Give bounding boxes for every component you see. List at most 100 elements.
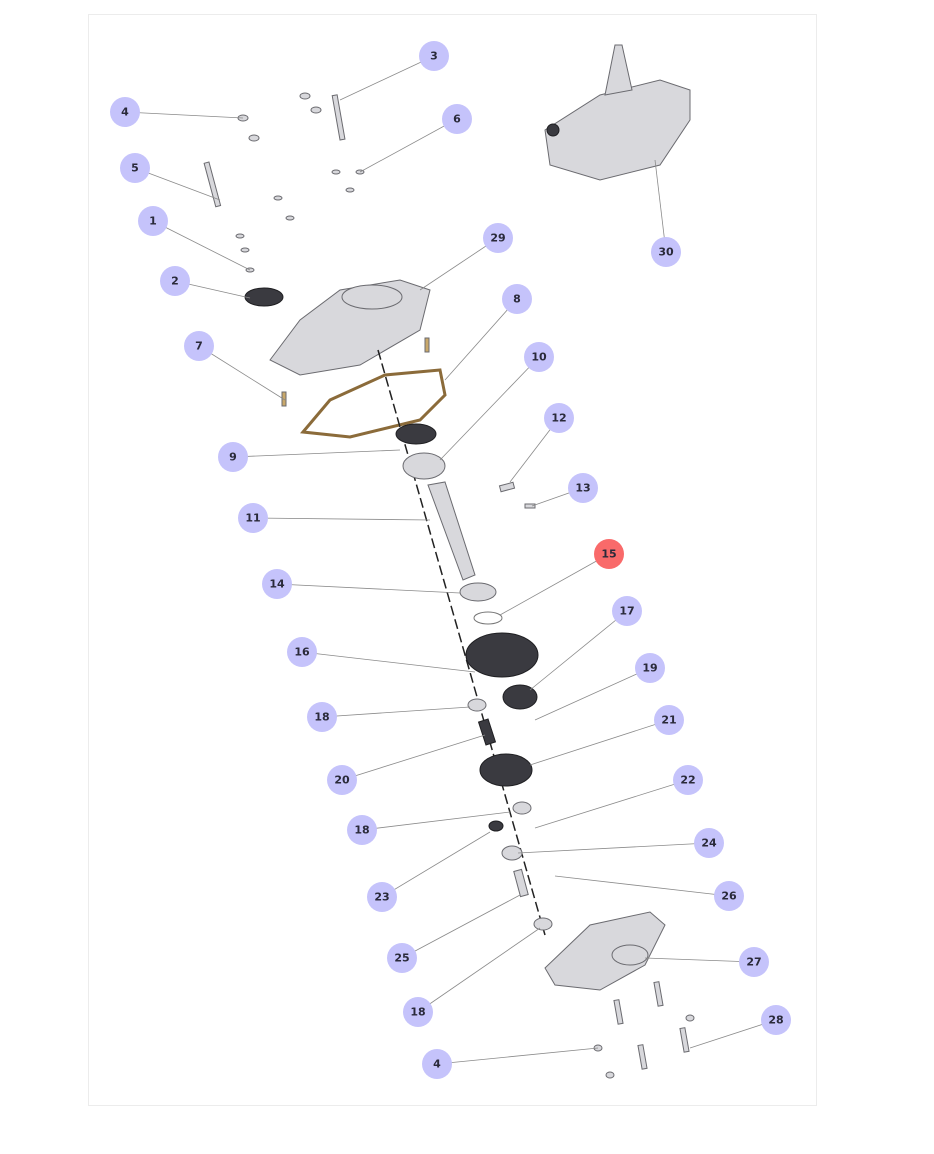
leader-line-18 [321, 706, 471, 718]
leader-line-3 [339, 55, 435, 101]
callout-18[interactable]: 18 [403, 997, 433, 1027]
part-top-housing [269, 279, 431, 376]
part-bottom-housing [544, 911, 666, 991]
leader-line-4 [124, 111, 244, 119]
callout-circle [739, 947, 769, 977]
callout-5[interactable]: 5 [120, 153, 150, 183]
callout-label: 20 [334, 774, 350, 787]
callout-circle [347, 815, 377, 845]
callout-17[interactable]: 17 [612, 596, 642, 626]
callout-circle [367, 882, 397, 912]
callout-12[interactable]: 12 [544, 403, 574, 433]
callout-26[interactable]: 26 [714, 881, 744, 911]
part-seal [395, 423, 437, 445]
callout-circle [651, 237, 681, 267]
callout-27[interactable]: 27 [739, 947, 769, 977]
callout-1[interactable]: 1 [138, 206, 168, 236]
callout-13[interactable]: 13 [568, 473, 598, 503]
callout-label: 23 [374, 891, 389, 904]
callout-28[interactable]: 28 [761, 1005, 791, 1035]
leader-line-21 [529, 719, 670, 766]
leader-line-28 [689, 1019, 777, 1049]
callout-label: 30 [658, 246, 674, 259]
part-gear-large [465, 632, 539, 678]
callout-circle [654, 705, 684, 735]
callout-circle [442, 104, 472, 134]
callout-4[interactable]: 4 [110, 97, 140, 127]
callout-19[interactable]: 19 [635, 653, 665, 683]
part-pinion [477, 718, 497, 746]
callout-circle [327, 765, 357, 795]
callout-circle [594, 539, 624, 569]
part-small-shaft [513, 868, 529, 898]
callout-8[interactable]: 8 [502, 284, 532, 314]
leader-line-15 [499, 553, 610, 616]
callout-18[interactable]: 18 [307, 702, 337, 732]
callout-circle [544, 403, 574, 433]
callout-label: 26 [721, 890, 737, 903]
callout-11[interactable]: 11 [238, 503, 268, 533]
callout-7[interactable]: 7 [184, 331, 214, 361]
callout-circle [387, 943, 417, 973]
leader-line-22 [534, 779, 689, 829]
leader-line-16 [301, 651, 476, 673]
callout-label: 3 [430, 50, 438, 63]
callout-circle [138, 206, 168, 236]
part-cap [244, 287, 284, 307]
leader-line-6 [359, 118, 458, 173]
callout-label: 6 [453, 113, 461, 126]
callout-label: 9 [229, 451, 237, 464]
callout-label: 4 [121, 106, 129, 119]
part-bearing [402, 452, 446, 480]
part-gasket [300, 368, 447, 439]
callout-29[interactable]: 29 [483, 223, 513, 253]
callout-2[interactable]: 2 [160, 266, 190, 296]
leader-line-8 [444, 298, 518, 381]
callout-20[interactable]: 20 [327, 765, 357, 795]
callout-14[interactable]: 14 [262, 569, 292, 599]
callout-circle [307, 702, 337, 732]
callout-10[interactable]: 10 [524, 342, 554, 372]
callout-label: 29 [490, 232, 505, 245]
callout-4[interactable]: 4 [422, 1049, 452, 1079]
callout-circle [635, 653, 665, 683]
callout-22[interactable]: 22 [673, 765, 703, 795]
callout-label: 7 [195, 340, 203, 353]
callout-18[interactable]: 18 [347, 815, 377, 845]
part-clip [488, 820, 504, 832]
callout-circle [419, 41, 449, 71]
callout-circle [483, 223, 513, 253]
leader-line-19 [534, 667, 651, 721]
callout-23[interactable]: 23 [367, 882, 397, 912]
callout-16[interactable]: 16 [287, 637, 317, 667]
part-washer-2 [512, 801, 532, 815]
callout-25[interactable]: 25 [387, 943, 417, 973]
callout-circle [110, 97, 140, 127]
callout-30[interactable]: 30 [651, 237, 681, 267]
callout-15[interactable]: 15 [594, 539, 624, 569]
callout-circle [761, 1005, 791, 1035]
callout-label: 18 [410, 1006, 425, 1019]
callout-label: 12 [551, 412, 566, 425]
part-gear-small [502, 684, 538, 710]
callout-24[interactable]: 24 [694, 828, 724, 858]
callout-circle [422, 1049, 452, 1079]
callout-label: 13 [575, 482, 590, 495]
leader-line-17 [529, 610, 628, 691]
parts-layer [203, 44, 695, 1079]
callout-21[interactable]: 21 [654, 705, 684, 735]
callout-label: 2 [171, 275, 179, 288]
callout-3[interactable]: 3 [419, 41, 449, 71]
leader-line-20 [341, 734, 486, 781]
callout-label: 18 [354, 824, 369, 837]
callout-circle [714, 881, 744, 911]
callout-9[interactable]: 9 [218, 442, 248, 472]
leader-line-24 [517, 842, 710, 854]
callout-circle [262, 569, 292, 599]
leader-line-25 [401, 894, 521, 959]
callout-circle [568, 473, 598, 503]
callout-label: 4 [433, 1058, 441, 1071]
callout-6[interactable]: 6 [442, 104, 472, 134]
callout-label: 22 [680, 774, 695, 787]
